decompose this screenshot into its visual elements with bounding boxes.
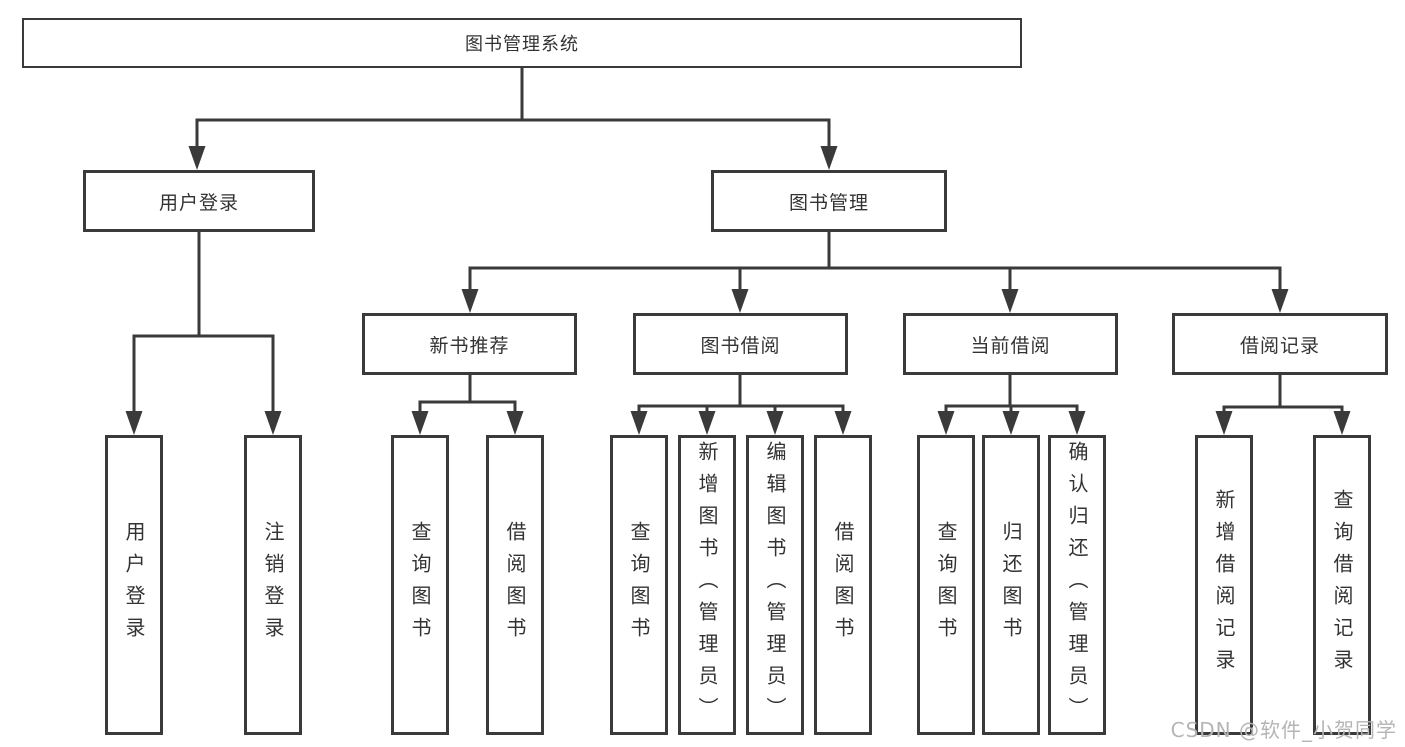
- leaf-query-books-1-label: 查询图书: [408, 521, 432, 649]
- node-borrow-records-label: 借阅记录: [1239, 334, 1320, 357]
- leaf-borrow-books-2-label: 借阅图书: [831, 521, 855, 649]
- leaf-edit-books-admin-label: 编辑图书（管理员）: [763, 441, 787, 729]
- leaf-borrow-books-1-label: 借阅图书: [503, 521, 527, 649]
- node-book-management: 图书管理: [711, 170, 947, 232]
- leaf-user-login: 用户登录: [105, 435, 163, 735]
- leaf-logout: 注销登录: [244, 435, 302, 735]
- node-new-book-recommend: 新书推荐: [362, 313, 577, 375]
- node-book-management-label: 图书管理: [788, 191, 869, 214]
- node-user-login: 用户登录: [83, 170, 315, 232]
- leaf-add-borrow-record-label: 新增借阅记录: [1212, 489, 1236, 681]
- leaf-confirm-return-admin: 确认归还（管理员）: [1048, 435, 1106, 735]
- leaf-borrow-books-2: 借阅图书: [814, 435, 872, 735]
- leaf-query-books-2-label: 查询图书: [627, 521, 651, 649]
- leaf-query-borrow-record-label: 查询借阅记录: [1330, 489, 1354, 681]
- leaf-add-books-admin-label: 新增图书（管理员）: [695, 441, 719, 729]
- leaf-query-borrow-record: 查询借阅记录: [1313, 435, 1371, 735]
- leaf-return-books-label: 归还图书: [999, 521, 1023, 649]
- node-current-borrow-label: 当前借阅: [970, 334, 1051, 357]
- node-user-login-label: 用户登录: [158, 191, 239, 214]
- node-borrow-records: 借阅记录: [1172, 313, 1388, 375]
- leaf-edit-books-admin: 编辑图书（管理员）: [746, 435, 804, 735]
- leaf-user-login-label: 用户登录: [122, 521, 146, 649]
- leaf-return-books: 归还图书: [982, 435, 1040, 735]
- csdn-watermark: CSDN @软件_小贺同学: [1170, 718, 1397, 742]
- leaf-borrow-books-1: 借阅图书: [486, 435, 544, 735]
- leaf-add-books-admin: 新增图书（管理员）: [678, 435, 736, 735]
- node-new-book-recommend-label: 新书推荐: [429, 334, 510, 357]
- node-root: 图书管理系统: [22, 18, 1022, 68]
- node-book-borrow: 图书借阅: [633, 313, 848, 375]
- leaf-confirm-return-admin-label: 确认归还（管理员）: [1065, 441, 1089, 729]
- leaf-query-books-3: 查询图书: [917, 435, 975, 735]
- node-current-borrow: 当前借阅: [903, 313, 1118, 375]
- leaf-logout-label: 注销登录: [261, 521, 285, 649]
- node-root-label: 图书管理系统: [465, 34, 579, 55]
- leaf-add-borrow-record: 新增借阅记录: [1195, 435, 1253, 735]
- leaf-query-books-1: 查询图书: [391, 435, 449, 735]
- node-book-borrow-label: 图书借阅: [700, 334, 781, 357]
- leaf-query-books-3-label: 查询图书: [934, 521, 958, 649]
- leaf-query-books-2: 查询图书: [610, 435, 668, 735]
